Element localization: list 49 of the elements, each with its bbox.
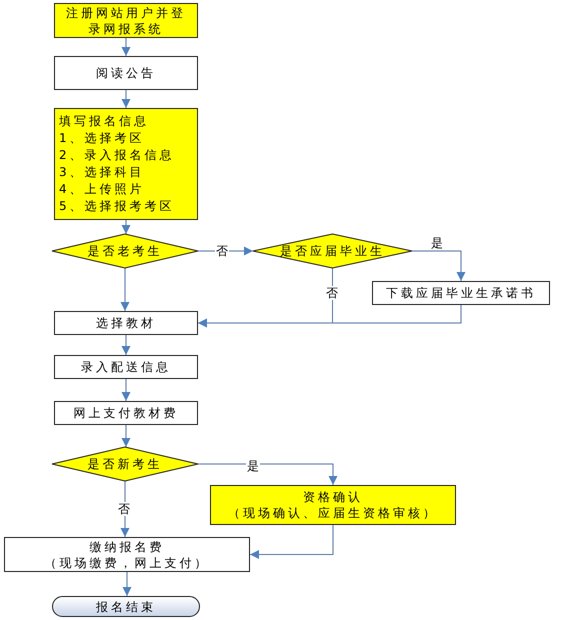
node-text: 注册网站用户并登录网报系统 (66, 4, 186, 36)
arrow (122, 220, 130, 234)
arrow (122, 90, 130, 108)
edge-label: 是 (430, 236, 444, 250)
arrow (198, 464, 338, 486)
list-item: 5、选择报考考区 (59, 198, 175, 215)
process-box (54, 355, 198, 379)
node-text: （现场缴费，网上支付） (44, 554, 210, 570)
process-box (4, 537, 250, 572)
edge-label: 是 (246, 459, 260, 473)
process-box (54, 311, 198, 335)
node-text: 网上支付教材费 (74, 405, 178, 421)
arrow (198, 304, 462, 328)
edge-label: 否 (215, 244, 229, 258)
arrow (122, 38, 130, 56)
arrow (122, 424, 130, 448)
node-text: 选择教材 (96, 315, 156, 331)
node-text: （现场确认、应届生资格审核） (228, 505, 438, 521)
arrow (198, 246, 254, 256)
node-text: 阅读公告 (96, 65, 156, 81)
node-text: 资格确认 (303, 489, 363, 505)
arrow (122, 334, 130, 356)
process-box (372, 281, 550, 305)
arrow (122, 572, 132, 596)
list-item: 4、上传照片 (59, 181, 145, 198)
process-box (54, 401, 198, 425)
node-text: 是否老考生 (88, 243, 162, 259)
arrow (122, 378, 130, 402)
node-text: 是否新考生 (88, 456, 162, 472)
arrow (250, 524, 334, 559)
node-text: 录入配送信息 (81, 359, 171, 375)
edge-label: 否 (117, 502, 131, 516)
list-item: 3、选择科目 (59, 164, 145, 181)
node-text: 填写报名信息 (59, 113, 149, 130)
node-text: 下载应届毕业生承诺书 (386, 285, 536, 301)
process-box (54, 108, 198, 220)
process-box (210, 485, 456, 525)
list-item: 1、选择考区 (59, 130, 145, 147)
node-text: 缴纳报名费 (90, 538, 164, 554)
node-text: 是否应届毕业生 (280, 243, 385, 259)
edge-label: 否 (325, 286, 339, 300)
arrow (120, 268, 130, 312)
process-box (54, 3, 198, 38)
node-text: 报名结束 (96, 598, 156, 614)
terminal-box (52, 596, 200, 617)
arrow (412, 250, 466, 282)
list-item: 2、录入报名信息 (59, 147, 175, 164)
arrow (120, 480, 130, 538)
process-box (54, 56, 198, 90)
